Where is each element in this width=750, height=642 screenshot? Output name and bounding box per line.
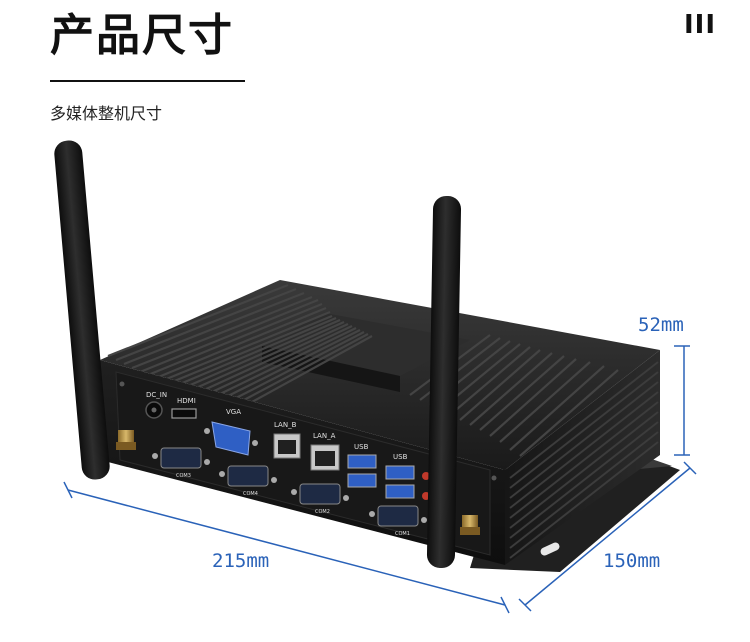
port-com-4: COM1: [369, 505, 427, 537]
port-usb-2: USB: [385, 453, 415, 499]
port-label-vga: VGA: [226, 408, 241, 416]
antenna-left: [54, 140, 136, 480]
chassis-side: [505, 350, 660, 565]
port-label-usb-2: USB: [393, 453, 408, 461]
port-com-1: COM3: [152, 447, 210, 479]
port-dc-in: DC_IN: [145, 391, 167, 419]
port-com-3: COM2: [291, 483, 349, 515]
dimension-height-line: [674, 345, 690, 456]
port-label-hdmi: HDMI: [177, 397, 196, 405]
port-lan-b: LAN_B: [273, 421, 301, 459]
port-lan-a: LAN_A: [310, 432, 340, 471]
dimension-height-label: 52mm: [638, 314, 684, 336]
port-com-2: COM4: [219, 465, 277, 497]
port-label-lan-a: LAN_A: [313, 432, 336, 440]
title-underline: [50, 80, 245, 82]
dimension-width-label: 215mm: [212, 550, 270, 572]
port-label-com-3: COM2: [315, 509, 330, 515]
port-label-dc-in: DC_IN: [146, 391, 167, 399]
page-subtitle: 多媒体整机尺寸: [50, 104, 163, 123]
port-label-com-1: COM3: [176, 473, 191, 479]
dimension-width-line: [63, 481, 510, 614]
port-label-com-2: COM4: [243, 491, 258, 497]
port-label-com-4: COM1: [395, 531, 410, 537]
chassis-top: [100, 280, 660, 470]
port-label-lan-b: LAN_B: [274, 421, 297, 429]
port-vga: VGA: [204, 408, 258, 456]
port-hdmi: HDMI: [171, 397, 197, 419]
port-usb-1: USB: [347, 443, 377, 488]
dimension-depth-line: [518, 461, 697, 612]
dimension-depth-label: 150mm: [603, 550, 661, 572]
port-label-usb-1: USB: [354, 443, 369, 451]
antenna-right: [426, 196, 480, 568]
heatsink-fins: [107, 283, 647, 465]
section-marker: III: [684, 10, 717, 40]
page-title: 产品尺寸: [50, 10, 234, 61]
